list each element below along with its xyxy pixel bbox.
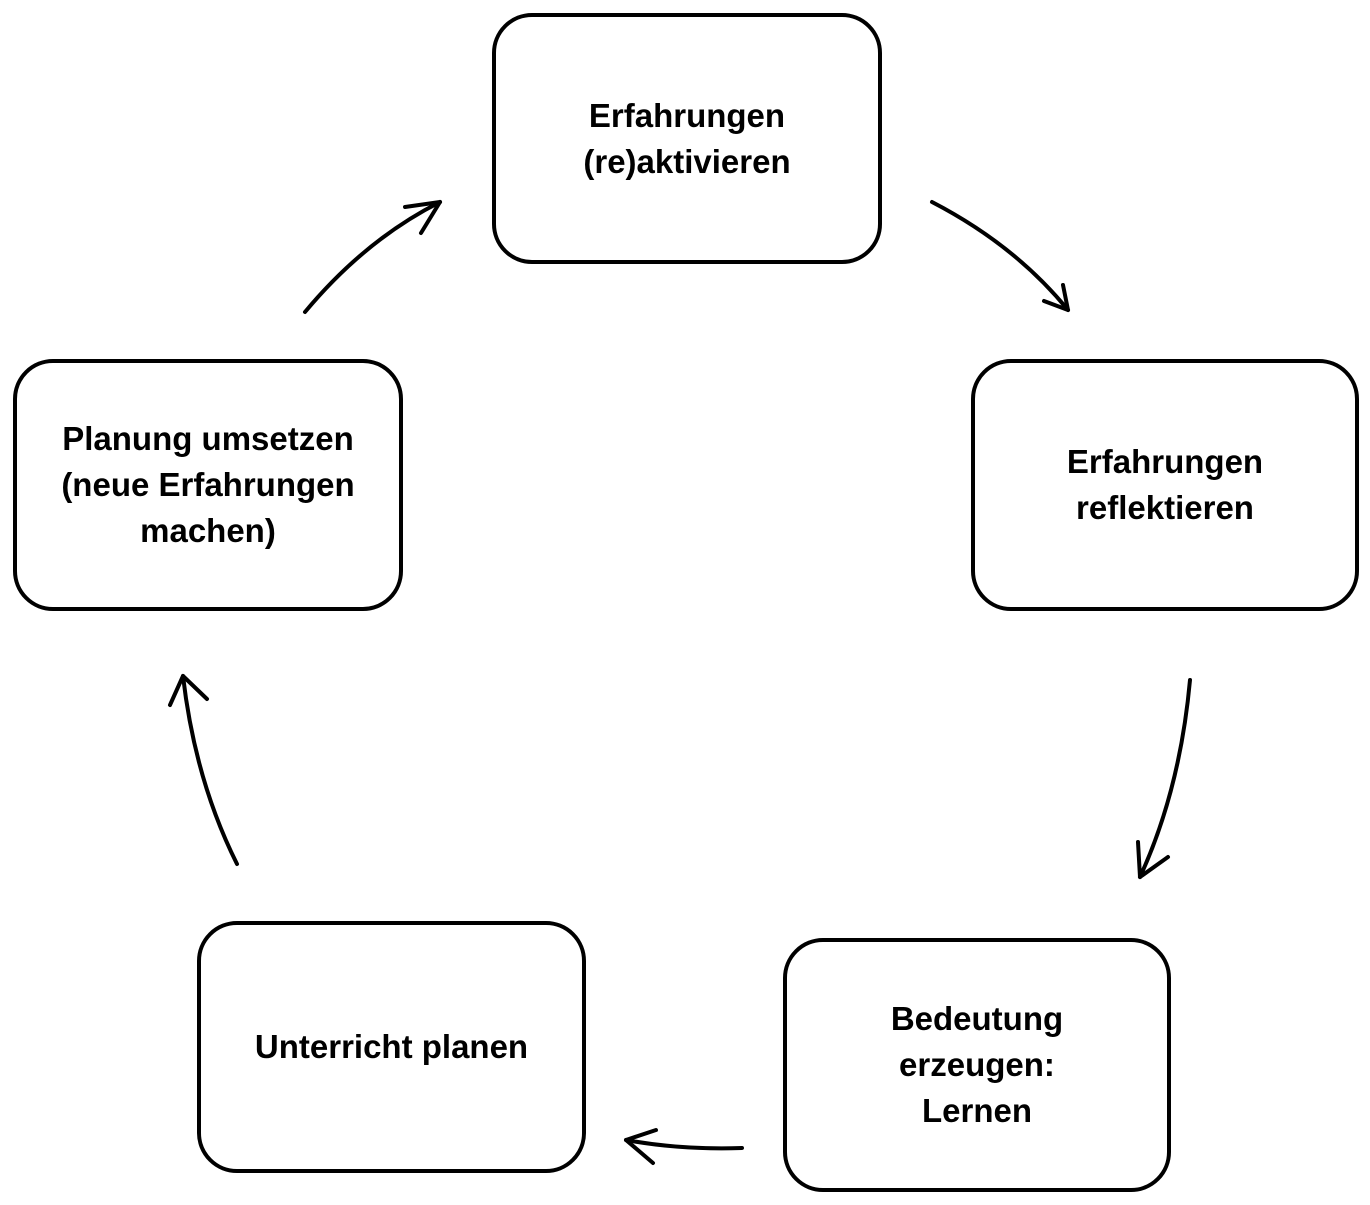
arrow-n2-to-n3 (1136, 678, 1192, 879)
node-label: Planung umsetzen (neue Erfahrungen mache… (61, 420, 355, 549)
node-label: Erfahrungen (re)aktivieren (583, 96, 791, 180)
arrow-n1-to-n2 (930, 200, 1070, 312)
node-unterricht-planen: Unterricht planen (197, 921, 586, 1173)
node-bedeutung-erzeugen: Bedeutung erzeugen: Lernen (783, 938, 1171, 1192)
node-label: Erfahrungen reflektieren (1066, 443, 1264, 526)
node-erfahrungen-reflektieren: Erfahrungen reflektieren (971, 359, 1359, 611)
node-label: Unterricht planen (254, 1028, 529, 1065)
node-label: Bedeutung erzeugen: Lernen (890, 1000, 1064, 1129)
node-planung-umsetzen: Planung umsetzen (neue Erfahrungen mache… (13, 359, 403, 611)
arrow-n3-to-n4 (624, 1128, 744, 1165)
node-erfahrungen-reaktivieren: Erfahrungen (re)aktivieren (492, 13, 882, 264)
arrow-n4-to-n5 (168, 674, 239, 866)
arrow-n5-to-n1 (303, 200, 442, 314)
